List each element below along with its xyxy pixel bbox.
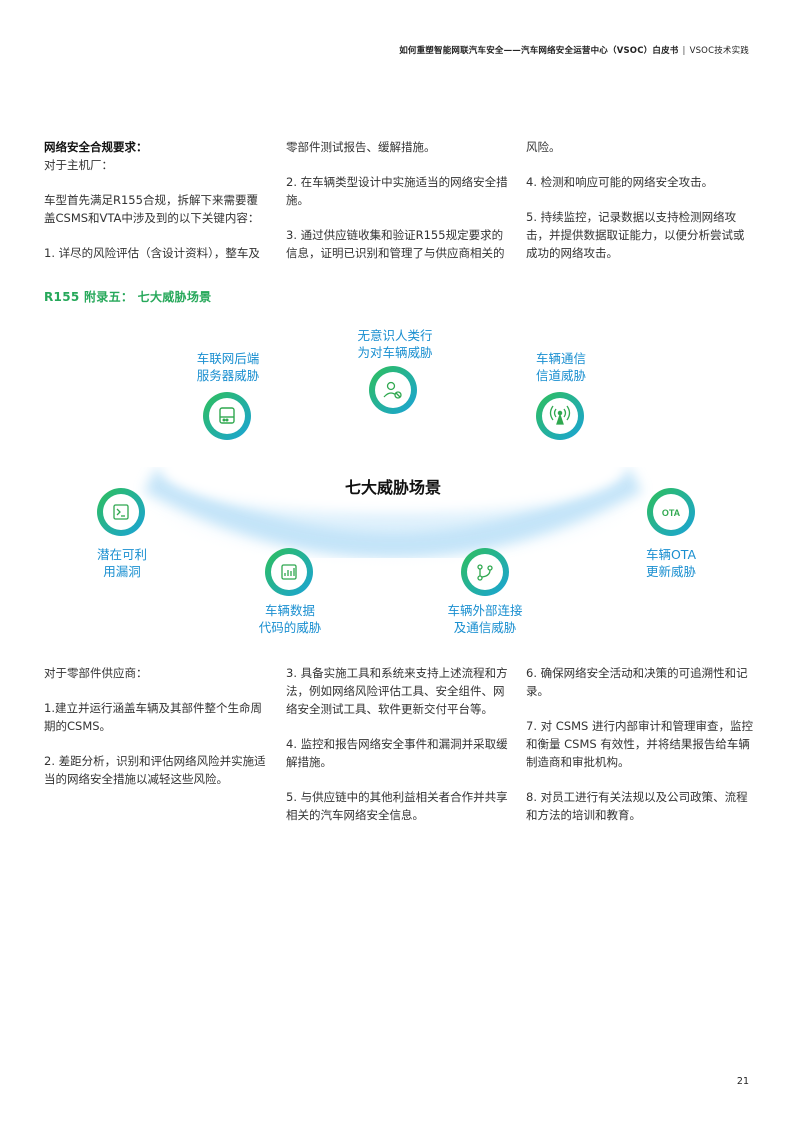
label-vuln-line1: 潜在可利 <box>96 547 148 562</box>
bottom-col2-paragraph-2: 4. 监控和报告网络安全事件和漏洞并采取缓解措施。 <box>286 737 508 769</box>
label-human-line2: 为对车辆威胁 <box>357 345 433 360</box>
center-white-ellipse <box>163 426 623 514</box>
page-number: 21 <box>736 1076 749 1087</box>
supplier-paragraph-1: 1.建立并运行涵盖车辆及其部件整个生命周期的CSMS。 <box>44 701 262 733</box>
bottom-col2-paragraph-3: 5. 与供应链中的其他利益相关者合作并共享相关的汽车网络安全信息。 <box>286 790 508 822</box>
diagram-graphic: OTA <box>97 366 695 596</box>
label-external-line2: 及通信威胁 <box>453 620 517 635</box>
top-col2-paragraph-2: 2. 在车辆类型设计中实施适当的网络安全措施。 <box>286 175 508 207</box>
label-channel-line2: 信道威胁 <box>535 368 587 383</box>
antenna-icon <box>549 405 571 425</box>
bar-chart-icon <box>281 564 297 580</box>
header-section: VSOC技术实践 <box>689 46 749 56</box>
node-communication-channel <box>536 392 584 440</box>
bottom-col2-paragraph-1: 3. 具备实施工具和系统来支持上述流程和方法，例如网络风险评估工具、安全组件、网… <box>286 666 508 716</box>
bottom-column-3: 6. 确保网络安全活动和决策的可追溯性和记录。 7. 对 CSMS 进行内部审计… <box>526 664 754 824</box>
glow-arc <box>143 468 643 558</box>
oem-label: 对于主机厂： <box>44 158 113 172</box>
section-title: R155 附录五： 七大威胁场景 <box>44 290 212 304</box>
label-data-line1: 车辆数据 <box>264 603 316 618</box>
connection-icon <box>477 564 493 581</box>
bottom-column-1: 对于零部件供应商： 1.建立并运行涵盖车辆及其部件整个生命周期的CSMS。 2.… <box>44 664 266 788</box>
label-communication-channel: 车辆通信 信道威胁 <box>536 350 586 384</box>
label-channel-line1: 车辆通信 <box>535 351 587 366</box>
supplier-paragraph-2: 2. 差距分析，识别和评估网络风险并实施适当的网络安全措施以减轻这些风险。 <box>44 754 266 786</box>
top-column-2: 零部件测试报告、缓解措施。 2. 在车辆类型设计中实施适当的网络安全措施。 3.… <box>286 138 508 262</box>
top-column-1: 网络安全合规要求： 对于主机厂： 车型首先满足R155合规，拆解下来需要覆盖CS… <box>44 138 266 262</box>
user-icon <box>383 381 402 399</box>
label-human-behavior: 无意识人类行 为对车辆威胁 <box>357 327 432 361</box>
terminal-icon <box>113 504 129 520</box>
label-backend-line2: 服务器威胁 <box>196 368 260 383</box>
node-external-connection <box>461 548 509 596</box>
bottom-col3-paragraph-3: 8. 对员工进行有关法规以及公司政策、流程和方法的培训和教育。 <box>526 790 748 822</box>
header-title: 如何重塑智能网联汽车安全——汽车网络安全运营中心（VSOC）白皮书 <box>399 46 679 56</box>
server-icon <box>219 407 235 424</box>
supplier-label: 对于零部件供应商： <box>44 666 148 680</box>
label-human-line1: 无意识人类行 <box>357 328 433 343</box>
label-data-code: 车辆数据 代码的威胁 <box>259 602 322 636</box>
bottom-col3-paragraph-2: 7. 对 CSMS 进行内部审计和管理审查，监控和衡量 CSMS 有效性，并将结… <box>526 719 753 769</box>
running-header: 如何重塑智能网联汽车安全——汽车网络安全运营中心（VSOC）白皮书|VSOC技术… <box>399 44 749 56</box>
node-backend-server <box>203 392 251 440</box>
bottom-col3-paragraph-1: 6. 确保网络安全活动和决策的可追溯性和记录。 <box>526 666 748 698</box>
top-col2-paragraph-3: 3. 通过供应链收集和验证R155规定要求的信息，证明已识别和管理了与供应商相关… <box>286 228 505 260</box>
top-col3-paragraph-3: 5. 持续监控，记录数据以支持检测网络攻击，并提供数据取证能力，以便分析尝试或成… <box>526 210 745 260</box>
bottom-column-2: 3. 具备实施工具和系统来支持上述流程和方法，例如网络风险评估工具、安全组件、网… <box>286 664 508 824</box>
label-ota-update: 车辆OTA 更新威胁 <box>646 546 696 580</box>
ota-icon: OTA <box>662 508 681 518</box>
oem-paragraph-1: 车型首先满足R155合规，拆解下来需要覆盖CSMS和VTA中涉及到的以下关键内容… <box>44 193 260 225</box>
header-separator: | <box>682 46 686 56</box>
label-external-connection: 车辆外部连接 及通信威胁 <box>447 602 522 636</box>
label-vulnerability: 潜在可利 用漏洞 <box>97 546 147 580</box>
top-column-3: 风险。 4. 检测和响应可能的网络安全攻击。 5. 持续监控，记录数据以支持检测… <box>526 138 748 262</box>
label-ota-line1: 车辆OTA <box>645 547 697 562</box>
label-backend-server: 车联网后端 服务器威胁 <box>197 350 260 384</box>
node-vulnerability <box>97 488 145 536</box>
top-col2-paragraph-1: 零部件测试报告、缓解措施。 <box>286 140 436 154</box>
top-col3-paragraph-1: 风险。 <box>526 140 561 154</box>
label-ota-line2: 更新威胁 <box>645 564 696 579</box>
label-backend-line1: 车联网后端 <box>196 351 260 366</box>
oem-paragraph-2: 1. 详尽的风险评估（含设计资料），整车及 <box>44 246 260 260</box>
label-vuln-line2: 用漏洞 <box>103 564 141 579</box>
label-external-line1: 车辆外部连接 <box>447 603 523 618</box>
compliance-heading: 网络安全合规要求： <box>44 140 148 154</box>
node-human-behavior <box>369 366 417 414</box>
node-ota-update: OTA <box>647 488 695 536</box>
top-col3-paragraph-2: 4. 检测和响应可能的网络安全攻击。 <box>526 175 714 189</box>
node-data-code <box>265 548 313 596</box>
threat-scenarios-diagram: OTA 车联网后端 服务器威胁 无意识人类行 为对车辆威胁 车辆通信 信道威胁 … <box>0 310 793 650</box>
diagram-center-title: 七大威胁场景 <box>344 478 442 497</box>
label-data-line2: 代码的威胁 <box>258 620 322 635</box>
